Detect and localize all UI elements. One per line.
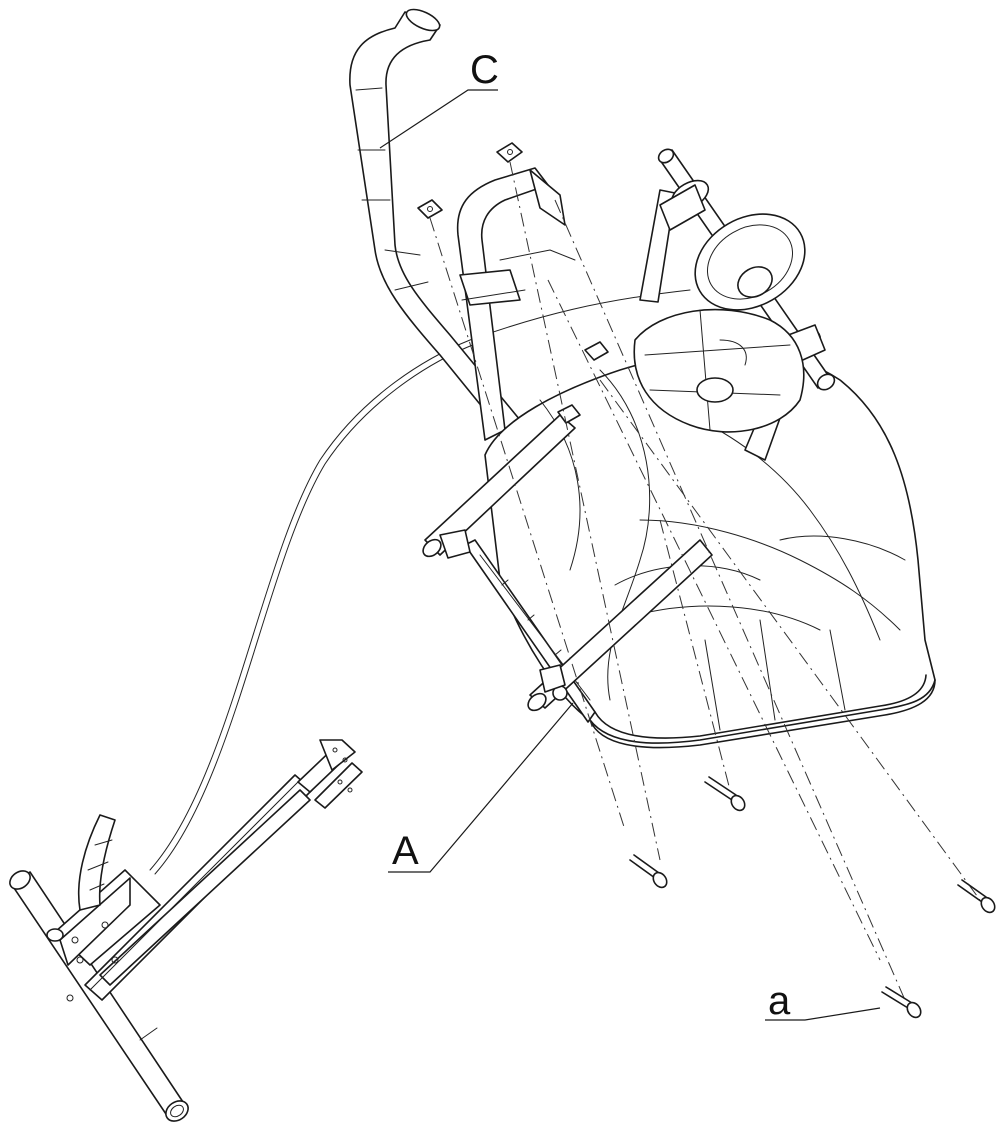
bracket-2 (417, 199, 443, 219)
inner-handle-tube (456, 167, 576, 441)
callout-a-lower: a (768, 979, 791, 1023)
cable (149, 289, 691, 871)
callout-a-upper: A (392, 829, 419, 873)
handlebar-c (349, 8, 521, 436)
bracket-3 (584, 341, 609, 361)
callout-c: C (470, 48, 499, 92)
screw-4 (881, 986, 922, 1019)
screw-3 (957, 879, 996, 914)
bracket-1 (496, 142, 523, 163)
leader-lines (379, 89, 881, 1021)
cable-inner (154, 343, 476, 875)
assembly-center-lines (429, 161, 981, 1001)
screw-2 (704, 776, 746, 812)
base-stabilizer (9, 739, 363, 1122)
screws (629, 776, 996, 1019)
screw-1 (629, 854, 668, 889)
crank-wheel-assembly (633, 148, 836, 433)
support-struts (422, 189, 801, 712)
